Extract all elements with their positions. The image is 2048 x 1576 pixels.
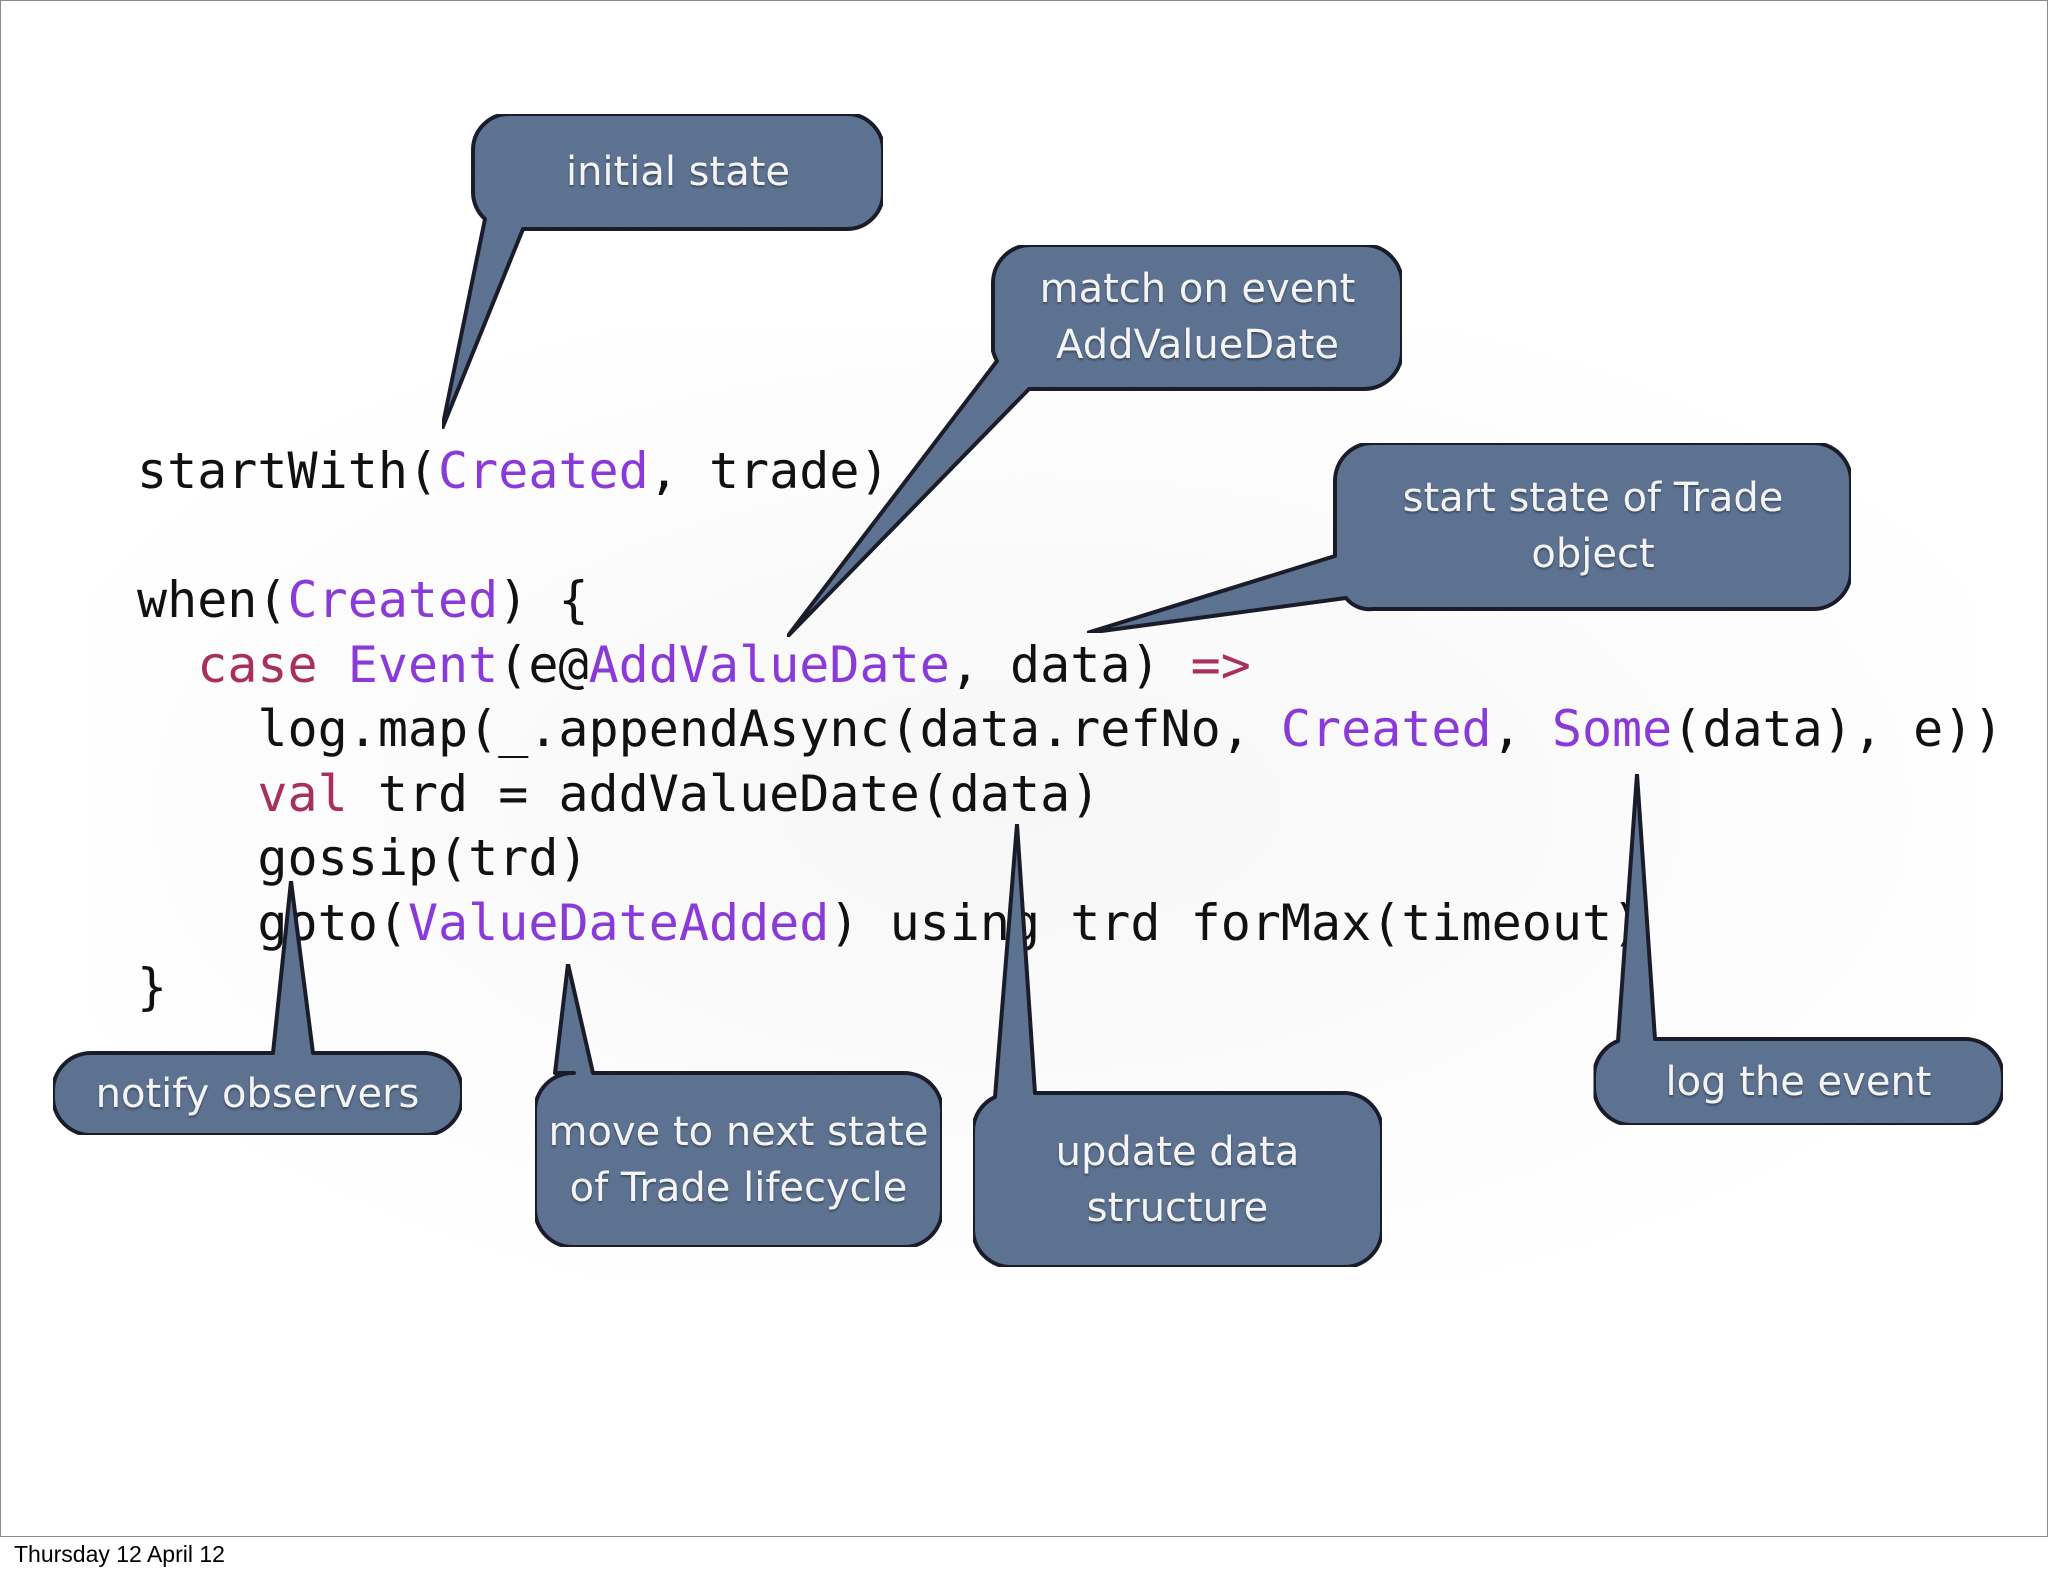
- code-token: case: [197, 635, 318, 694]
- code-token: gossip(trd): [137, 829, 589, 887]
- code-token: (data), e)): [1672, 700, 2004, 758]
- code-token: val: [257, 764, 348, 823]
- code-token: ValueDateAdded: [407, 893, 830, 952]
- code-token: Event: [347, 635, 499, 694]
- code-line: startWith(Created, trade): [137, 439, 2003, 504]
- code-block: startWith(Created, trade)when(Created) {…: [137, 439, 2003, 1020]
- code-token: }: [137, 958, 168, 1016]
- callout-bubble-log-the-event: [1591, 772, 2005, 1127]
- callout-bubble-notify-observers: [51, 879, 464, 1137]
- callout-initial-state: initial state: [565, 148, 791, 195]
- code-line: when(Created) {: [137, 568, 2003, 633]
- code-token: ,: [1491, 700, 1552, 758]
- callout-bubble-match-on-event: [785, 243, 1404, 639]
- code-token: goto(: [137, 893, 408, 952]
- code-token: , data): [949, 635, 1191, 694]
- footer-date: Thursday 12 April 12: [14, 1541, 225, 1567]
- code-token: Some: [1551, 700, 1673, 758]
- code-line: val trd = addValueDate(data): [137, 762, 2003, 827]
- code-token: startWith(: [137, 442, 439, 500]
- callout-log-the-event: log the event: [1665, 1059, 1932, 1105]
- callout-move-to-next-state: move to next state of Trade lifecycle: [548, 1109, 929, 1211]
- callout-bubble-initial-state: [440, 112, 885, 431]
- callout-bubble-move-to-next-state: [533, 962, 944, 1249]
- code-line: }: [137, 955, 2003, 1020]
- callout-bubble-update-data-structure: [971, 822, 1384, 1269]
- code-token: =>: [1190, 635, 1251, 694]
- code-line: goto(ValueDateAdded) using trd forMax(ti…: [137, 891, 2003, 956]
- code-token: trd = addValueDate(data): [347, 764, 1101, 823]
- callout-bubble-start-state: [1085, 441, 1853, 635]
- code-token: ) {: [498, 571, 589, 629]
- callout-start-state: start state of Trade object: [1402, 475, 1784, 577]
- callout-update-data-structure: update data structure: [1055, 1129, 1300, 1231]
- code-token: (e@: [498, 635, 589, 694]
- code-line: log.map(_.appendAsync(data.refNo, Create…: [137, 697, 2003, 762]
- code-token: log.map(_.appendAsync(data.refNo,: [137, 700, 1281, 758]
- callout-match-on-event: match on event AddValueDate: [1039, 266, 1356, 368]
- code-token: when(: [137, 571, 288, 629]
- callout-shapes: [51, 112, 2005, 1269]
- code-line: gossip(trd): [137, 826, 2003, 891]
- slide: startWith(Created, trade)when(Created) {…: [0, 0, 2048, 1537]
- code-token: Created: [438, 442, 649, 500]
- code-token: Created: [1280, 700, 1492, 758]
- code-token: , trade): [648, 442, 890, 500]
- code-token: AddValueDate: [588, 635, 950, 694]
- code-line: case Event(e@AddValueDate, data) =>: [137, 633, 2003, 698]
- code-token: Created: [287, 571, 499, 629]
- callout-notify-observers: notify observers: [95, 1071, 420, 1117]
